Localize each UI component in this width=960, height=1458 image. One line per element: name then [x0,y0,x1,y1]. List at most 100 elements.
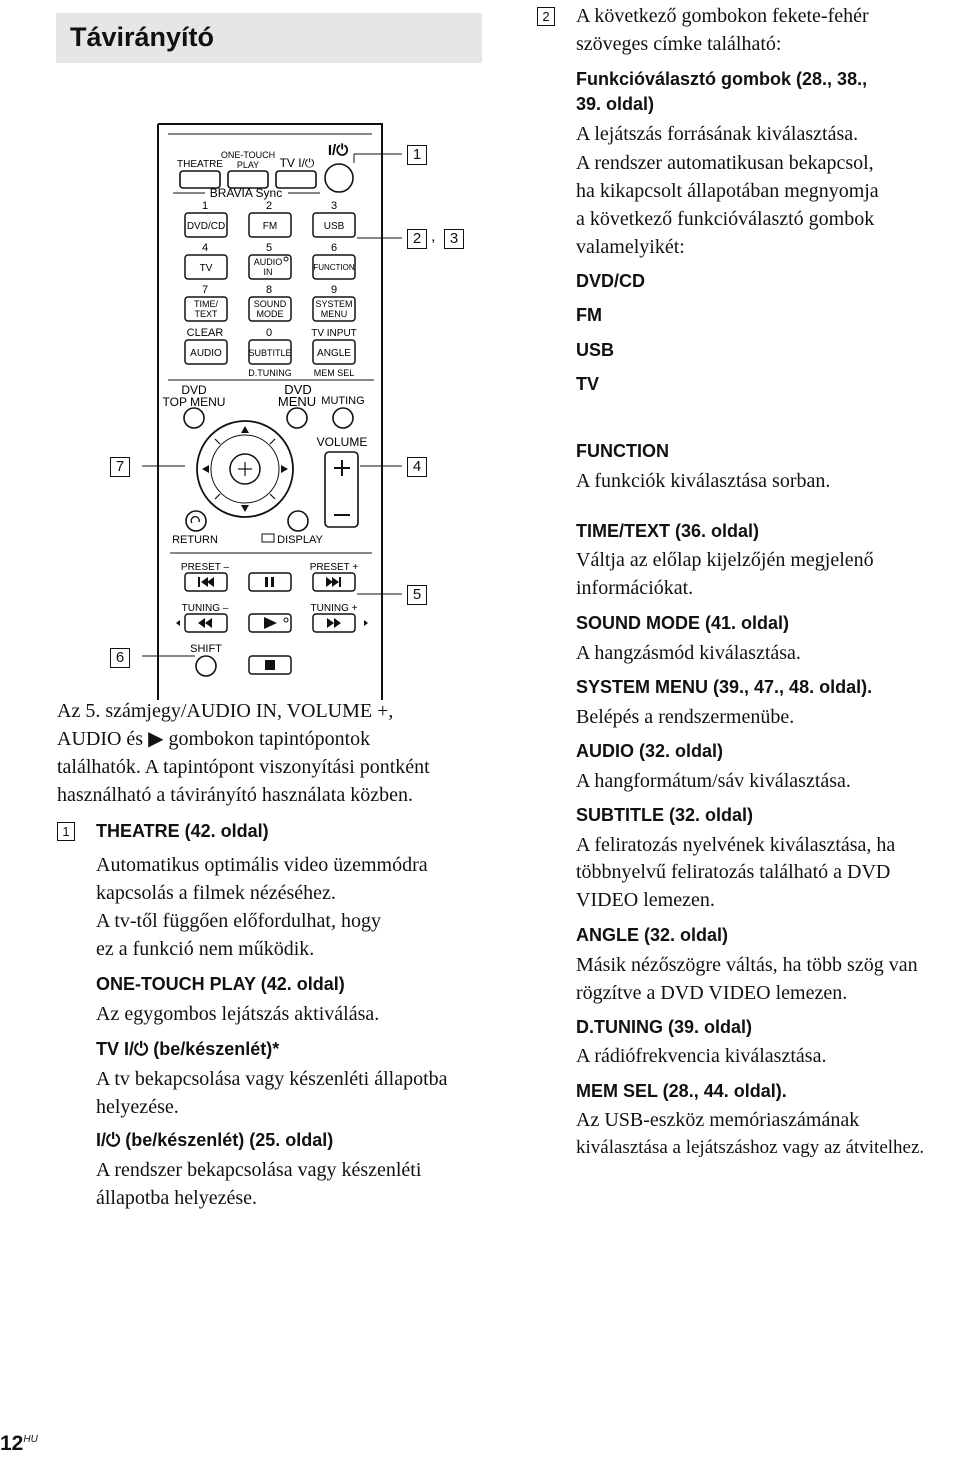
subtitle-body-1: A feliratozás nyelvének kiválasztása, ha [576,834,896,856]
time-heading: TIME/TEXT (36. oldal) [576,521,760,541]
func-list-dvdcd: DVD/CD [576,271,646,291]
display-label: DISPLAY [277,534,323,546]
marker-2: 2 [537,7,555,26]
callout-2: 2 [407,229,427,249]
sound-key-2: MODE [257,309,284,319]
usb-key: USB [324,221,345,232]
memsel-body-2: kiválasztása a lejátszáshoz vagy az átvi… [576,1137,925,1158]
tv-key: TV [200,263,213,274]
system-key-1: SYSTEM [315,299,352,309]
muting-button [332,407,354,429]
fm-key: FM [263,221,277,232]
right-intro-2: szöveges címke található: [576,33,782,55]
function-heading: FUNCTION [576,441,669,461]
power-button [324,163,354,193]
right-intro-1: A következő gombokon fekete-fehér [576,5,869,27]
func-list-fm: FM [576,305,602,325]
system-heading: SYSTEM MENU (39., 47., 48. oldal). [576,677,873,697]
callout-separator: , [431,228,436,245]
angle-body-1: Másik nézőszögre váltás, ha több szög va… [576,954,918,976]
preset-plus-label: PRESET + [310,562,359,573]
callout-3: 3 [444,229,464,249]
callout-1: 1 [407,145,427,165]
onetouch-heading: ONE-TOUCH PLAY (42. oldal) [96,974,345,994]
angle-key: ANGLE [317,348,351,359]
intro-line-2: AUDIO és ▶ gombokon tapintópontok [57,728,371,750]
digit-5: 5 [266,242,272,254]
digit-0: 0 [266,327,272,339]
memsel-heading: MEM SEL (28., 44. oldal). [576,1081,787,1101]
sound-body: A hangzásmód kiválasztása. [576,642,801,664]
tv-power-body-1: A tv bekapcsolása vagy készenléti állapo… [96,1068,448,1090]
intro-line-3: találhatók. A tapintópont viszonyítási p… [57,756,430,778]
sound-heading: SOUND MODE (41. oldal) [576,613,790,633]
callout-7: 7 [110,457,130,477]
top-menu-label: TOP MENU [163,395,226,409]
callout-6: 6 [110,648,130,668]
func-body-4: a következő funkcióválasztó gombok [576,208,875,230]
dvdcd-key: DVD/CD [187,221,225,232]
bravia-sync-label: BRAVIA Sync [210,186,282,200]
subtitle-heading: SUBTITLE (32. oldal) [576,805,754,825]
return-button [185,510,207,532]
top-menu-button [183,407,205,429]
marker-1: 1 [57,822,75,841]
time-body-1: Váltja az előlap kijelzőjén megjelenő [576,549,874,571]
subtitle-body-2: többnyelvű feliratozás található a DVD [576,861,891,883]
page-number: 12HU [0,1432,40,1458]
digit-4: 4 [202,242,208,254]
dvd-label-2: DVD [284,382,311,397]
theatre-label: THEATRE [177,159,223,170]
dtuning-label: D.TUNING [248,368,292,378]
onetouch-body: Az egygombos lejátszás aktiválása. [96,1003,380,1025]
audio-in-key-2: IN [264,267,273,277]
audio-key: AUDIO [190,348,222,359]
tv-power-button [275,170,317,189]
volume-label: VOLUME [317,435,368,449]
menu-label: MENU [278,394,316,409]
sound-key-1: SOUND [254,299,287,309]
display-button [287,510,309,532]
audio-in-key-1: AUDIO [254,257,283,267]
dtuning-heading: D.TUNING (39. oldal) [576,1017,753,1037]
digit-1: 1 [202,200,208,212]
func-body-2: A rendszer automatikusan bekapcsol, [576,152,874,174]
func-heading-1: Funkcióválasztó gombok (28., 38., [576,69,868,89]
func-body-3: ha kikapcsolt állapotában megnyomja [576,180,879,202]
theatre-heading: THEATRE (42. oldal) [96,821,269,841]
audio-heading: AUDIO (32. oldal) [576,741,724,761]
system-key-2: MENU [321,309,348,319]
tv-power-heading: TV I/⏻ (be/készenlét)* [96,1039,280,1059]
volume-rocker [324,451,359,528]
one-touch-label: ONE-TOUCH [221,150,275,160]
tv-input-label: TV INPUT [311,328,357,339]
page-number-value: 12 [0,1432,24,1455]
power-body-1: A rendszer bekapcsolása vagy készenléti [96,1159,422,1181]
subtitle-key: SUBTITLE [248,348,291,358]
time-key-2: TEXT [194,309,218,319]
theatre-body-4: ez a funkció nem működik. [96,938,315,960]
tv-power-body-2: helyezése. [96,1096,179,1118]
callout-4: 4 [407,457,427,477]
remote-control-illustration: THEATRE ONE-TOUCH PLAY TV I/⏻ I/⏻ BRAVIA… [142,123,402,700]
audio-body: A hangformátum/sáv kiválasztása. [576,770,851,792]
intro-line-4: használható a távirányító használata köz… [57,784,413,806]
function-body: A funkciók kiválasztása sorban. [576,470,831,492]
theatre-body-3: A tv-től függően előfordulhat, hogy [96,910,381,932]
func-list-tv: TV [576,374,600,394]
tuning-minus-label: TUNING – [182,603,229,614]
angle-heading: ANGLE (32. oldal) [576,925,729,945]
page-number-suffix: HU [23,1434,38,1445]
time-key-1: TIME/ [194,299,218,309]
muting-label: MUTING [321,395,364,407]
func-list-usb: USB [576,340,615,360]
memsel-label: MEM SEL [314,368,355,378]
power-body-2: állapotba helyezése. [96,1187,258,1209]
dtuning-body: A rádiófrekvencia kiválasztása. [576,1045,827,1067]
digit-7: 7 [202,284,208,296]
play-label: PLAY [237,160,259,170]
time-body-2: információkat. [576,577,694,599]
section-title: Távirányító [70,22,215,52]
angle-body-2: rögzítve a DVD VIDEO lemezen. [576,982,848,1004]
subtitle-body-3: VIDEO lemezen. [576,889,715,911]
